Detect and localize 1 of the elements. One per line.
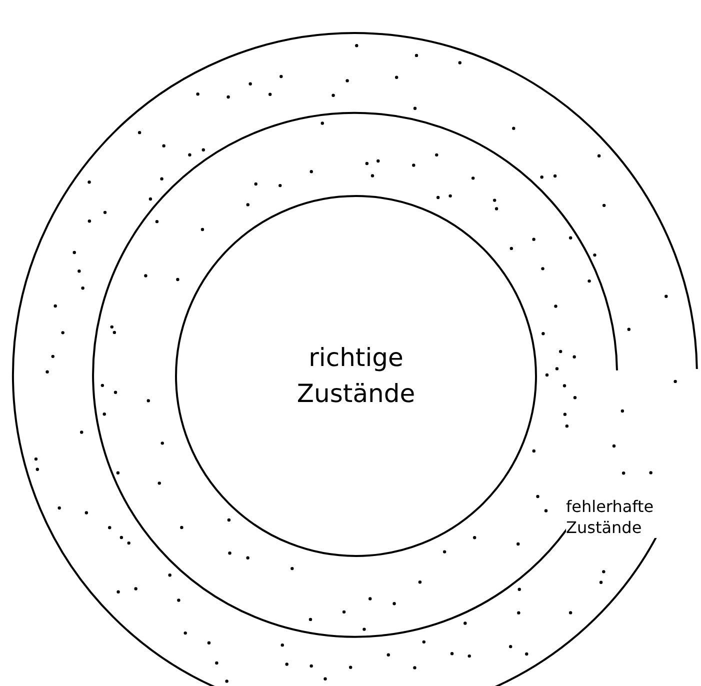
circle-label: richtige Zustände <box>296 342 416 410</box>
